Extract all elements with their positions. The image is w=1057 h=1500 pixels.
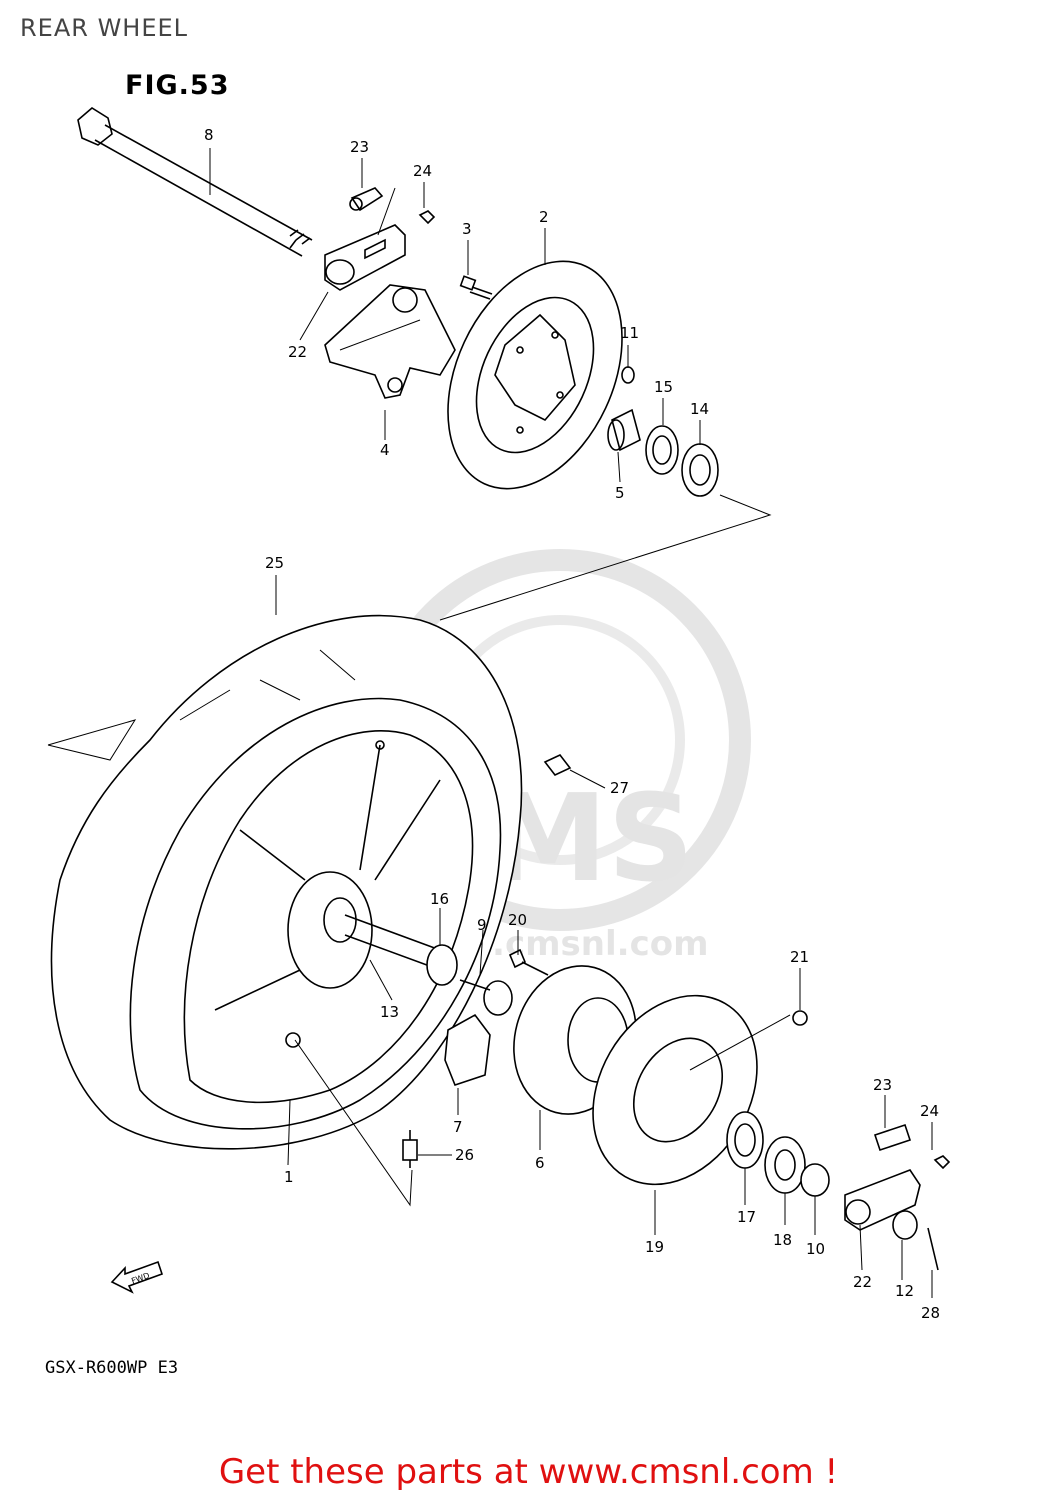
callout: 7 <box>453 1118 463 1136</box>
hub-spacers-bearings <box>607 366 719 497</box>
callout: 18 <box>773 1231 792 1249</box>
callout: 24 <box>413 162 432 180</box>
callout: 23 <box>350 138 369 156</box>
callout: 22 <box>853 1273 872 1291</box>
bolt-3 <box>459 275 493 300</box>
callout: 13 <box>380 1003 399 1021</box>
footer-link[interactable]: Get these parts at www.cmsnl.com ! <box>218 1452 839 1492</box>
valve-stem <box>402 1130 418 1168</box>
callout: 16 <box>430 890 449 908</box>
fwd-arrow-icon: FWD <box>110 1260 164 1294</box>
callout: 21 <box>790 948 809 966</box>
callout: 19 <box>645 1238 664 1256</box>
callout-numbers: 8 23 24 3 2 11 15 14 22 4 5 25 27 16 9 2… <box>204 126 940 1322</box>
leader-lines <box>47 148 933 1298</box>
sprocket-bearings <box>726 1111 830 1197</box>
brake-disc <box>447 260 623 490</box>
callout: 12 <box>895 1282 914 1300</box>
axle-part <box>77 107 313 257</box>
callout: 8 <box>204 126 214 144</box>
rear-tire-and-wheel <box>50 614 523 1150</box>
callout: 4 <box>380 441 390 459</box>
model-code: GSX-R600WP E3 <box>45 1358 179 1378</box>
callout: 14 <box>690 400 709 418</box>
callout: 10 <box>806 1240 825 1258</box>
callout: 20 <box>508 911 527 929</box>
collar-and-spacer <box>344 914 549 1016</box>
callout: 26 <box>455 1146 474 1164</box>
page-title: REAR WHEEL <box>20 14 189 42</box>
caliper-bracket <box>324 284 456 399</box>
chain-adjuster-left <box>324 187 436 291</box>
callout: 24 <box>920 1102 939 1120</box>
callout: 17 <box>737 1208 756 1226</box>
callout: 2 <box>539 208 549 226</box>
callout: 11 <box>620 324 639 342</box>
callout: 3 <box>462 220 472 238</box>
callout: 27 <box>610 779 629 797</box>
sprocket-carrier <box>513 965 808 1186</box>
callout: 28 <box>921 1304 940 1322</box>
callout: 5 <box>615 484 625 502</box>
callout: 1 <box>284 1168 294 1186</box>
cush-damper <box>444 754 572 1086</box>
callout: 23 <box>873 1076 892 1094</box>
callout: 6 <box>535 1154 545 1172</box>
callout: 15 <box>654 378 673 396</box>
figure-label: FIG.53 <box>125 70 230 101</box>
callout: 25 <box>265 554 284 572</box>
callout: 22 <box>288 343 307 361</box>
callout: 9 <box>477 916 487 934</box>
chain-adjuster-right <box>844 1123 951 1271</box>
